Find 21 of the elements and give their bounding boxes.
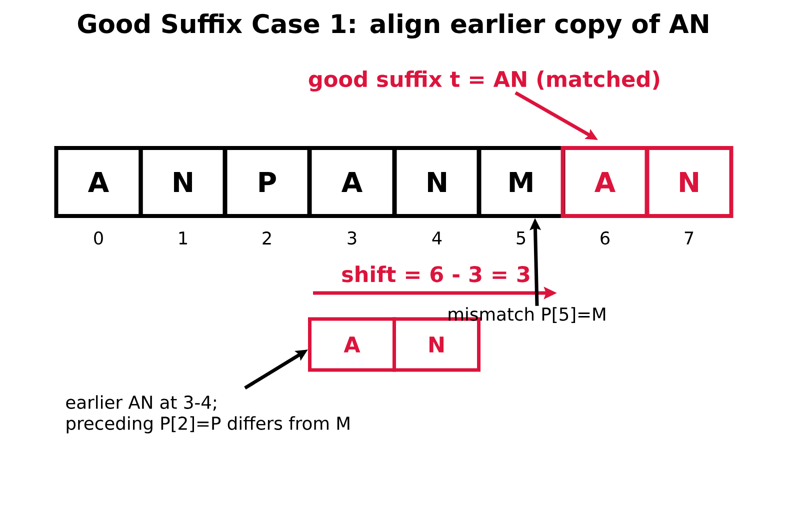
letter-cell: N <box>644 146 734 218</box>
letter-cell: A <box>308 146 396 218</box>
shift-label: shift = 6 - 3 = 3 <box>342 266 530 282</box>
letter-cell: A <box>54 146 143 218</box>
index-number: 1 <box>179 232 187 244</box>
annotation-text: good suffix t = AN (matched) <box>308 70 660 92</box>
letter-cell: A <box>308 317 396 372</box>
index-number: 2 <box>262 232 271 244</box>
letter-cell: P <box>222 146 312 218</box>
letter-cell: M <box>476 146 566 218</box>
index-number: 0 <box>94 231 103 245</box>
letter-cell: N <box>138 146 228 218</box>
index-number: 5 <box>516 232 526 244</box>
letter-cell: A <box>560 146 650 218</box>
index-number: 7 <box>684 232 694 244</box>
index-number: 3 <box>348 231 356 245</box>
letter-cell: N <box>392 146 482 218</box>
title: Good Suffix Case 1: align earlier copy of AN <box>78 13 708 39</box>
index-number: 6 <box>600 231 610 245</box>
index-number: 4 <box>432 232 442 244</box>
callout-text: earlier AN at 3-4; preceding P[2]=P differs from M <box>66 395 350 434</box>
